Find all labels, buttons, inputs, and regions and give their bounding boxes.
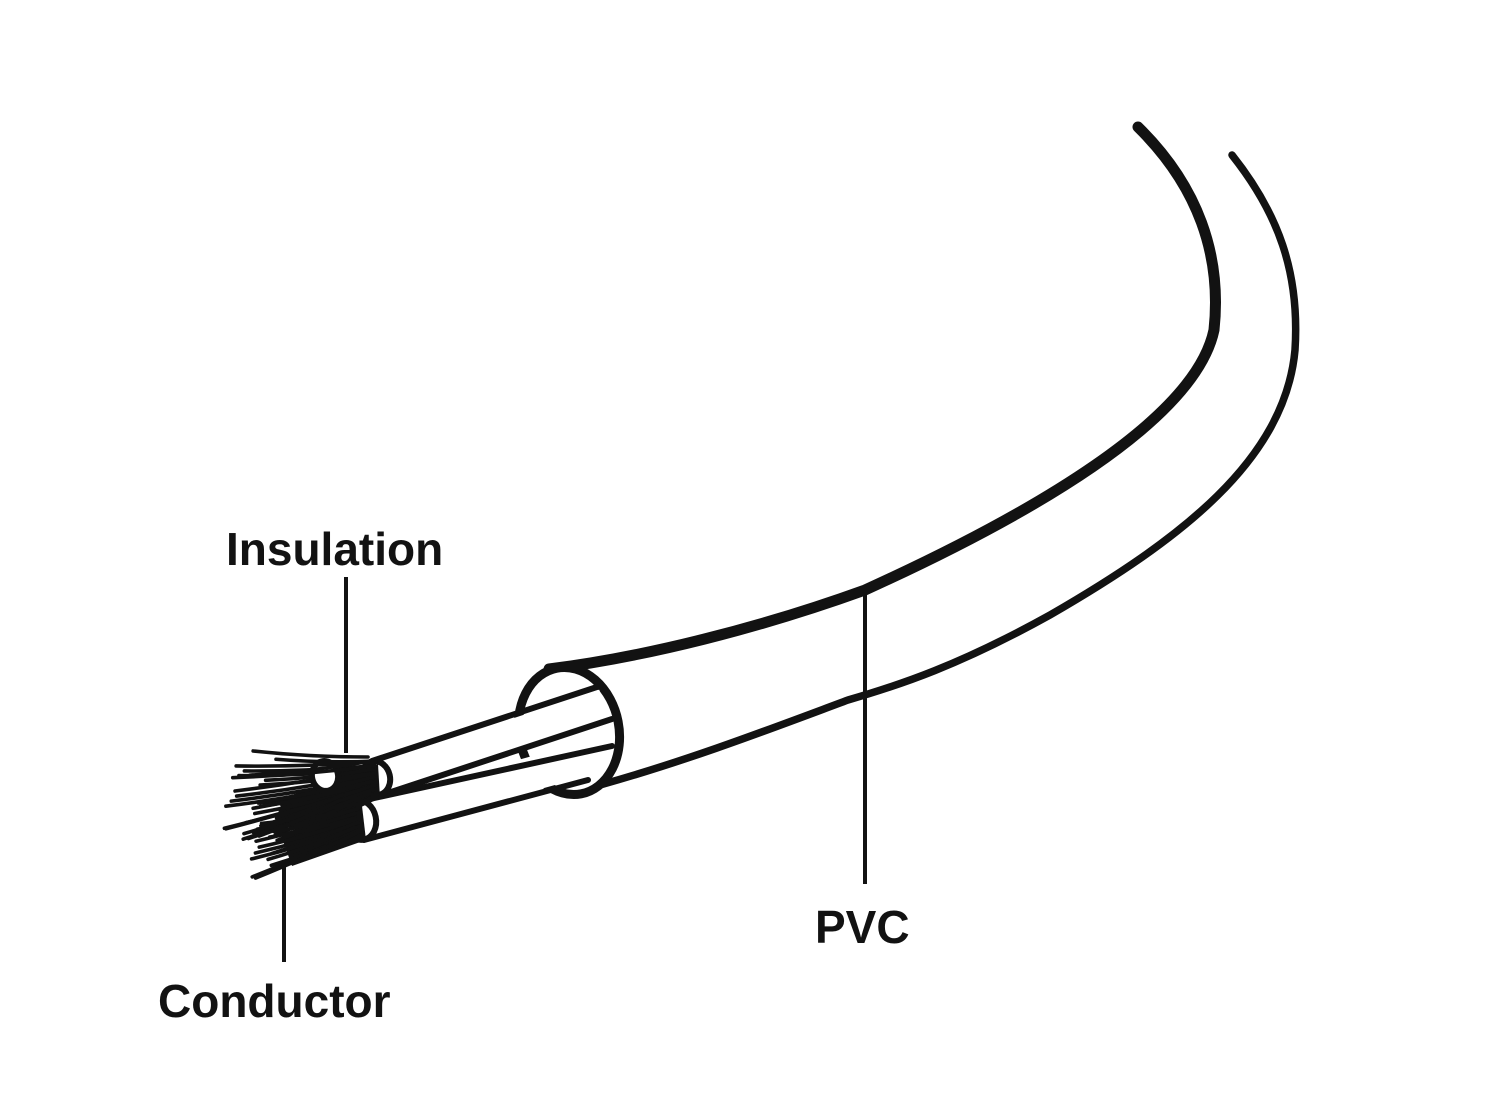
inner-wires xyxy=(340,683,615,843)
conductor-strand xyxy=(254,811,357,843)
labels: Insulation Conductor PVC xyxy=(158,523,910,1027)
conductor-strand xyxy=(230,765,367,780)
wire-upper-bottom-edge xyxy=(379,716,615,798)
leader-lines xyxy=(282,577,867,962)
conductor-strand xyxy=(257,798,342,838)
conductor-strand xyxy=(248,760,368,777)
label-conductor: Conductor xyxy=(158,975,391,1027)
conductor-strand xyxy=(267,816,356,839)
label-insulation: Insulation xyxy=(226,523,443,575)
conductor-strand xyxy=(258,788,346,809)
wire-lower-top-edge xyxy=(353,743,615,805)
wire-lower-body xyxy=(356,739,601,838)
conductor-bundles xyxy=(222,749,380,880)
conductor-strand xyxy=(259,793,344,828)
wire-lower-bottom-edge xyxy=(361,777,591,843)
conductor-strand xyxy=(251,749,370,759)
conductor-strand xyxy=(257,816,362,849)
wire-upper-body xyxy=(373,689,609,794)
conductor-strands-over-bottom xyxy=(242,788,346,838)
jacket-upper-edge xyxy=(543,121,1221,675)
conductor-strand xyxy=(253,830,361,880)
conductor-strand xyxy=(234,771,378,798)
wire-upper-top-edge xyxy=(369,683,603,764)
pvc-jacket xyxy=(513,121,1300,800)
label-pvc: PVC xyxy=(815,901,910,953)
conductor-strand xyxy=(266,825,357,862)
jacket-lower-edge xyxy=(596,151,1300,789)
conductor-strands-over-top xyxy=(230,749,370,780)
